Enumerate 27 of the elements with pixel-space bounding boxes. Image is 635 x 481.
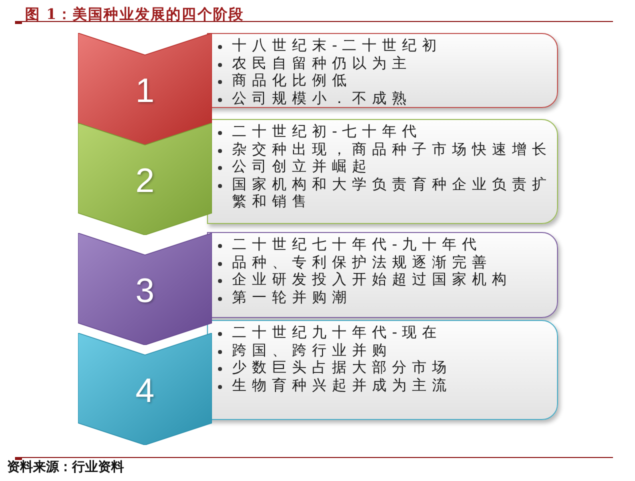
bullet-text: 生物育种兴起并成为主流 [232, 378, 453, 395]
bullet-text: 少数巨头占据大部分市场 [232, 360, 453, 378]
text-panel [207, 33, 558, 108]
bullet-text: 二十世纪九十年代-现在 [232, 325, 444, 342]
bullet-text: 品种、专利保护法规逐渐完善 [232, 254, 493, 272]
bullet-text: 公司规模小．不成熟 [232, 90, 413, 108]
source-note: 资料来源：行业资料 [7, 460, 124, 476]
step-number: 2 [136, 164, 154, 198]
step-badge [78, 123, 212, 235]
step-badge [78, 333, 212, 445]
bullet-text: 跨国、跨行业并购 [232, 342, 393, 360]
step-badge [78, 33, 212, 145]
bullet-text: 商品化比例低 [232, 73, 353, 90]
bullet-text: 杂交种出现，商品种子市场快速增长 [232, 142, 553, 158]
bullet-text: 国家机构和大学负责育种企业负责扩繁和销售 [232, 176, 553, 212]
step-badge [78, 233, 212, 345]
bullet-text: 农民自留种仍以为主 [232, 56, 413, 72]
bullet-text: 二十世纪初-七十年代 [232, 124, 424, 142]
bullet-text: 二十世纪七十年代-九十年代 [232, 237, 484, 254]
step-number: 4 [136, 374, 154, 408]
figure-title: 图 1：美国种业发展的四个阶段 [25, 6, 244, 24]
bullet-text: 公司创立并崛起 [232, 159, 373, 176]
bullet-text: 企业研发投入开始超过国家机构 [232, 272, 513, 290]
step-number: 1 [136, 74, 154, 108]
bullet-text: 第一轮并购潮 [232, 290, 353, 307]
bullet-text: 十八世纪末-二十世纪初 [232, 38, 444, 56]
step-number: 3 [136, 274, 154, 308]
